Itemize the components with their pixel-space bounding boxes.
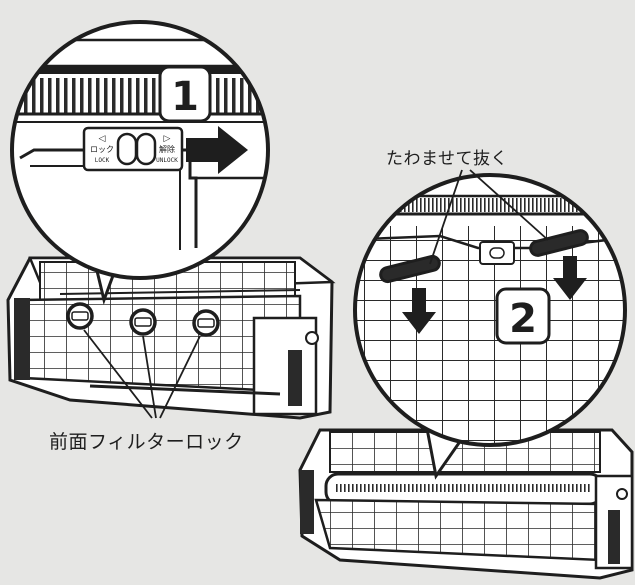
filter-grip-right [529, 229, 589, 257]
zoom-circle-right [353, 173, 627, 447]
arrow-right-icon [186, 126, 248, 174]
front-filter-lock-knob [192, 309, 220, 337]
arrow-down-icon [553, 256, 587, 300]
step-2-number: 2 [509, 296, 537, 342]
zoom-detail-lock: ◁ ▷ ロック LOCK 解除 UNLOCK [12, 22, 268, 278]
unlock-jp-text: 解除 [159, 144, 175, 154]
ac-unit-right [298, 428, 634, 580]
front-filter-lock-knob [66, 302, 94, 330]
ac-unit-left [6, 256, 336, 420]
step-1-number: 1 [171, 74, 199, 120]
bend-callout-lines [429, 169, 549, 265]
svg-text:▷: ▷ [164, 134, 171, 144]
bend-and-pull-out-label: たわませて抜く [386, 149, 508, 169]
svg-text:◁: ◁ [99, 134, 106, 144]
unlock-en-text: UNLOCK [156, 157, 178, 164]
front-filter-lock-label: 前面フィルターロック [49, 431, 244, 453]
zoom-detail-filter [355, 175, 625, 445]
lock-callout-lines [83, 329, 201, 419]
zoom-circle-left [10, 20, 270, 280]
lock-jp-text: ロック [90, 145, 114, 154]
lock-switch-icon: ◁ ▷ ロック LOCK 解除 UNLOCK [82, 126, 184, 172]
step-2-badge: 2 [495, 287, 551, 345]
filter-grip-left [379, 254, 441, 284]
arrow-down-icon [402, 288, 436, 334]
step-1-badge: 1 [158, 65, 212, 123]
lock-en-text: LOCK [95, 157, 110, 164]
front-filter-lock-knob [129, 308, 157, 336]
